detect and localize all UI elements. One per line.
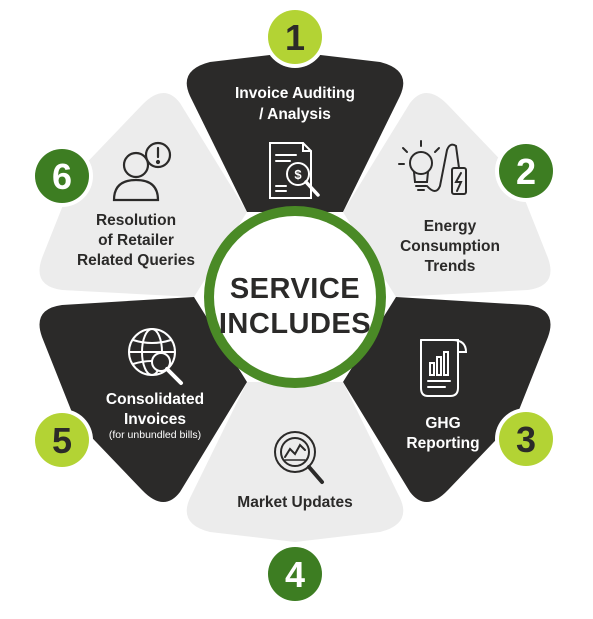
segment-2-shape [343,92,551,298]
segment-4-shape [186,382,404,542]
segment-3-shape [343,297,551,503]
segment-3-label-line2: Reporting [406,435,479,452]
center-disc [214,216,376,378]
badge-1-number: 1 [285,17,305,58]
segment-1-shape [186,52,404,212]
segment-6-shape [39,92,247,298]
badge-4: 4 [264,543,326,605]
badge-5-number: 5 [52,420,72,461]
globe-magnifier-icon [128,328,183,385]
segment-2-label-line1: Energy [424,218,477,235]
segment-5-note: (for unbundled bills) [109,429,201,441]
badge-6-number: 6 [52,156,72,197]
segment-2-label-line2: Consumption [400,238,500,255]
center-title-line2: INCLUDES [219,308,371,340]
segment-1-label-line1: Invoice Auditing [235,85,355,102]
segment-2-label-line3: Trends [425,258,476,275]
segment-4-label-line1: Market Updates [237,494,352,511]
segment-6-label-line2: of Retailer [98,232,174,249]
segment-6-label-line3: Related Queries [77,252,195,269]
badge-2-number: 2 [516,151,536,192]
report-chart-icon [420,339,468,397]
badge-3-number: 3 [516,419,536,460]
bulb-plug-icon [398,140,467,195]
badge-2: 2 [495,140,557,202]
invoice-magnifier-icon: $ [269,142,320,199]
badge-3: 3 [495,408,557,470]
segment-6-label-line1: Resolution [96,212,176,229]
badge-4-number: 4 [285,554,305,595]
badge-5: 5 [31,409,93,471]
center-title-line1: SERVICE [230,273,360,305]
segment-5-shape [39,297,247,503]
badge-1: 1 [264,6,326,68]
segment-5-label-line1: Consolidated [106,391,204,408]
segment-1-label-line2: / Analysis [259,106,331,123]
svg-text:$: $ [294,167,302,182]
badge-6: 6 [31,145,93,207]
user-alert-icon [112,141,172,202]
chart-magnifier-icon [274,431,324,484]
segment-3-label-line1: GHG [425,415,460,432]
segment-5-label-line2: Invoices [124,411,186,428]
